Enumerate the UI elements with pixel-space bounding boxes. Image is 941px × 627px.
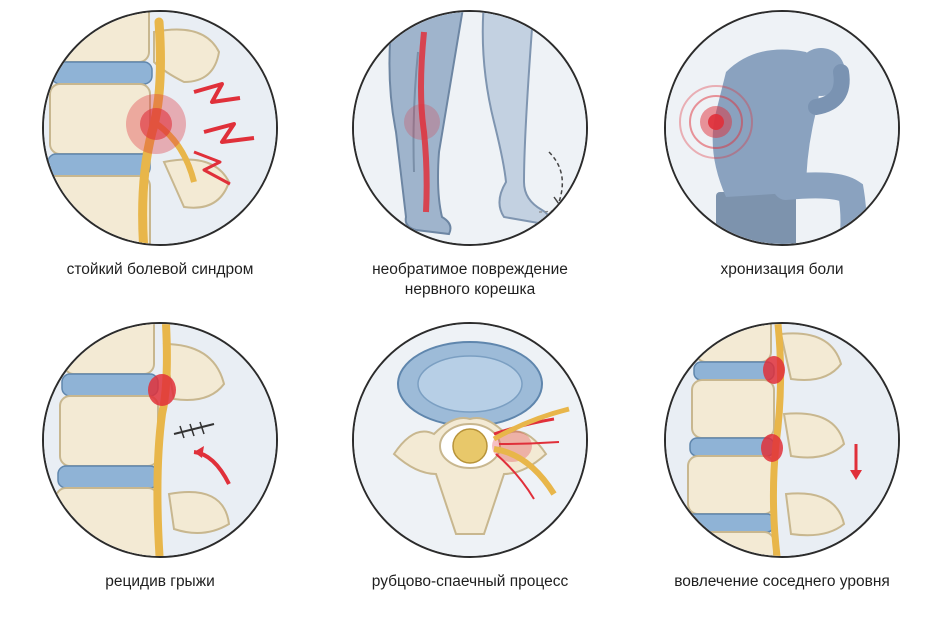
spine-pain-icon [42, 10, 278, 246]
caption-persistent-pain: стойкий болевой синдром [20, 260, 300, 280]
panel-nerve-root-damage: необратимое повреждение нервного корешка [320, 10, 620, 300]
caption-line: нервного корешка [404, 281, 536, 298]
spine-recurrence-icon [42, 322, 278, 558]
vertebra-crosssection-icon [352, 322, 588, 558]
caption-line: стойкий болевой синдром [66, 261, 254, 278]
leg-nerve-icon [352, 10, 588, 246]
caption-line: хронизация боли [720, 261, 844, 278]
panel-pain-chronification: хронизация боли [632, 10, 932, 280]
caption-line: рецидив грыжи [105, 573, 215, 590]
caption-line: рубцово-спаечный процесс [371, 573, 569, 590]
panel-adhesion-process: рубцово-спаечный процесс [320, 322, 620, 592]
panel-hernia-recurrence: рецидив грыжи [10, 322, 310, 592]
caption-line: вовлечение соседнего уровня [674, 573, 890, 590]
caption-pain-chronification: хронизация боли [642, 260, 922, 280]
caption-line: необратимое повреждение [372, 261, 568, 278]
caption-hernia-recurrence: рецидив грыжи [20, 572, 300, 592]
caption-nerve-root-damage: необратимое повреждение нервного корешка [330, 260, 610, 300]
spine-adjacent-icon [664, 322, 900, 558]
sitting-person-icon [664, 10, 900, 246]
caption-adhesion-process: рубцово-спаечный процесс [330, 572, 610, 592]
panel-adjacent-level: вовлечение соседнего уровня [632, 322, 932, 592]
caption-adjacent-level: вовлечение соседнего уровня [642, 572, 922, 592]
panel-persistent-pain: стойкий болевой синдром [10, 10, 310, 280]
